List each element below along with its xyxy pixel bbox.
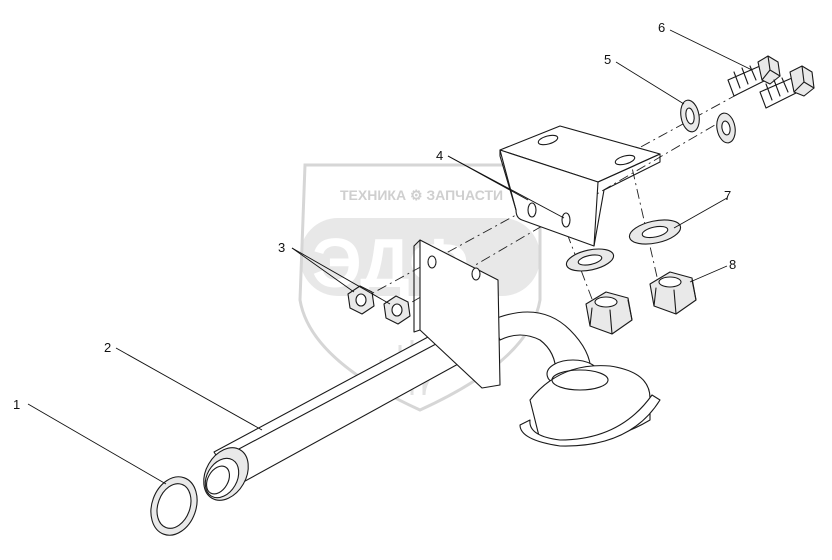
callout-1: 1: [13, 397, 20, 412]
callout-7: 7: [724, 188, 731, 203]
callout-5: 5: [604, 52, 611, 67]
callout-4: 4: [436, 148, 443, 163]
callout-3: 3: [278, 240, 285, 255]
part-1-seal-ring: [150, 476, 198, 536]
part-8-nut-a: [585, 291, 633, 335]
part-6-bolt-a: [727, 55, 781, 97]
part-7-washer-a: [565, 248, 615, 272]
callout-2: 2: [104, 340, 111, 355]
part-5-washer-b: [716, 112, 736, 144]
leader-lines: [27, 29, 753, 485]
oil-intake-strainer: [413, 239, 661, 447]
part-6-bolt-b: [759, 65, 815, 109]
callout-labels: 1 2 3 4 5 6 7 8: [13, 20, 736, 412]
part-3-hex-nut-b: [383, 295, 411, 325]
part-3-hex-nut-a: [347, 285, 375, 315]
callout-8: 8: [729, 257, 736, 272]
part-5-washer-a: [680, 99, 700, 133]
callout-6: 6: [658, 20, 665, 35]
part-7-washer-b: [628, 219, 682, 245]
watermark-top-text: ТЕХНИКА ⚙ ЗАПЧАСТИ: [340, 187, 503, 203]
part-4-bracket: [499, 125, 661, 247]
part-8-nut-b: [649, 271, 697, 315]
